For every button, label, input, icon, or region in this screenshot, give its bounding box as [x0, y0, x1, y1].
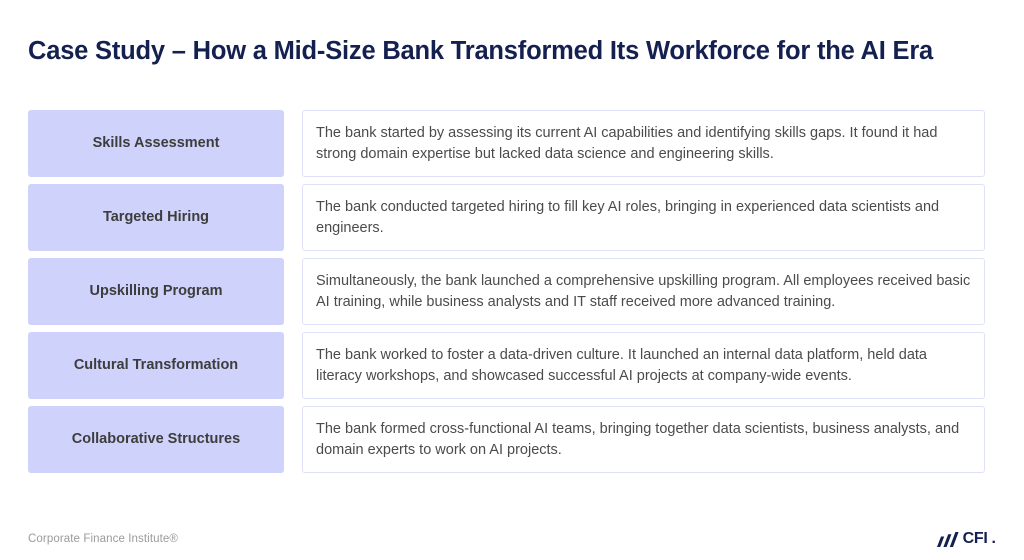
table-row: Skills Assessment The bank started by as… — [28, 110, 985, 177]
table-row: Targeted Hiring The bank conducted targe… — [28, 184, 985, 251]
page-title: Case Study – How a Mid-Size Bank Transfo… — [28, 37, 934, 66]
table-row: Cultural Transformation The bank worked … — [28, 332, 985, 399]
row-body-skills-assessment: The bank started by assessing its curren… — [302, 110, 985, 177]
row-label-upskilling-program: Upskilling Program — [28, 258, 284, 325]
cfi-logo-dot: . — [991, 530, 996, 547]
row-label-cultural-transformation: Cultural Transformation — [28, 332, 284, 399]
table-row: Collaborative Structures The bank formed… — [28, 406, 985, 473]
cfi-logo-wordmark: CFI — [962, 530, 988, 547]
row-label-targeted-hiring: Targeted Hiring — [28, 184, 284, 251]
case-study-rows: Skills Assessment The bank started by as… — [28, 110, 985, 473]
row-label-collaborative-structures: Collaborative Structures — [28, 406, 284, 473]
cfi-bars-icon — [936, 531, 959, 547]
row-body-cultural-transformation: The bank worked to foster a data-driven … — [302, 332, 985, 399]
row-label-skills-assessment: Skills Assessment — [28, 110, 284, 177]
footer-attribution: Corporate Finance Institute® — [28, 533, 178, 545]
cfi-logo: CFI . — [936, 530, 996, 547]
slide-footer: Corporate Finance Institute® CFI . — [0, 526, 1024, 552]
row-body-collaborative-structures: The bank formed cross-functional AI team… — [302, 406, 985, 473]
row-body-targeted-hiring: The bank conducted targeted hiring to fi… — [302, 184, 985, 251]
row-body-upskilling-program: Simultaneously, the bank launched a comp… — [302, 258, 985, 325]
table-row: Upskilling Program Simultaneously, the b… — [28, 258, 985, 325]
